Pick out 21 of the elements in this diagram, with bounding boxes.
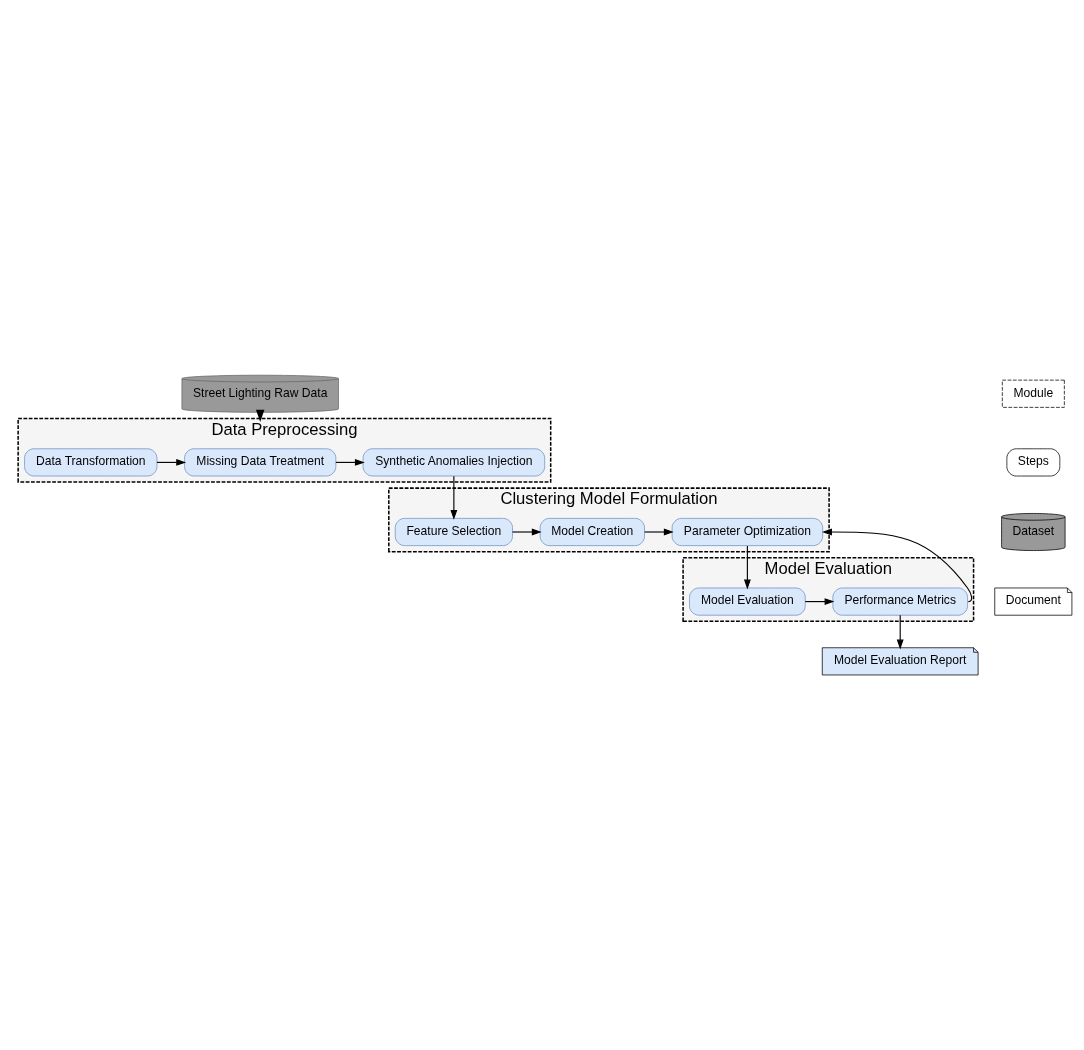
node-box: Model Evaluation — [689, 587, 806, 616]
node-box: Model Creation — [539, 518, 645, 546]
node-box: Parameter Optimization — [671, 518, 824, 546]
legend-label: Steps — [1017, 454, 1049, 469]
node-box: Synthetic Anomalies Injection — [362, 448, 546, 477]
node-box: Performance Metrics — [832, 587, 968, 616]
legend-label: Document — [1005, 593, 1061, 608]
arrow — [822, 528, 973, 603]
node-box: Missing Data Treatment — [184, 448, 337, 477]
arrow — [156, 458, 187, 466]
arrow — [644, 528, 674, 536]
node-box: Feature Selection — [394, 518, 513, 546]
arrow — [743, 545, 751, 590]
arrow — [450, 475, 458, 520]
arrow — [335, 458, 365, 466]
legend-label: Module — [1013, 385, 1054, 400]
arrow — [804, 598, 835, 606]
legend-label: Dataset — [1012, 523, 1055, 538]
arrow — [896, 614, 904, 650]
node-box: Data Transformation — [24, 448, 158, 477]
arrow — [511, 528, 542, 536]
